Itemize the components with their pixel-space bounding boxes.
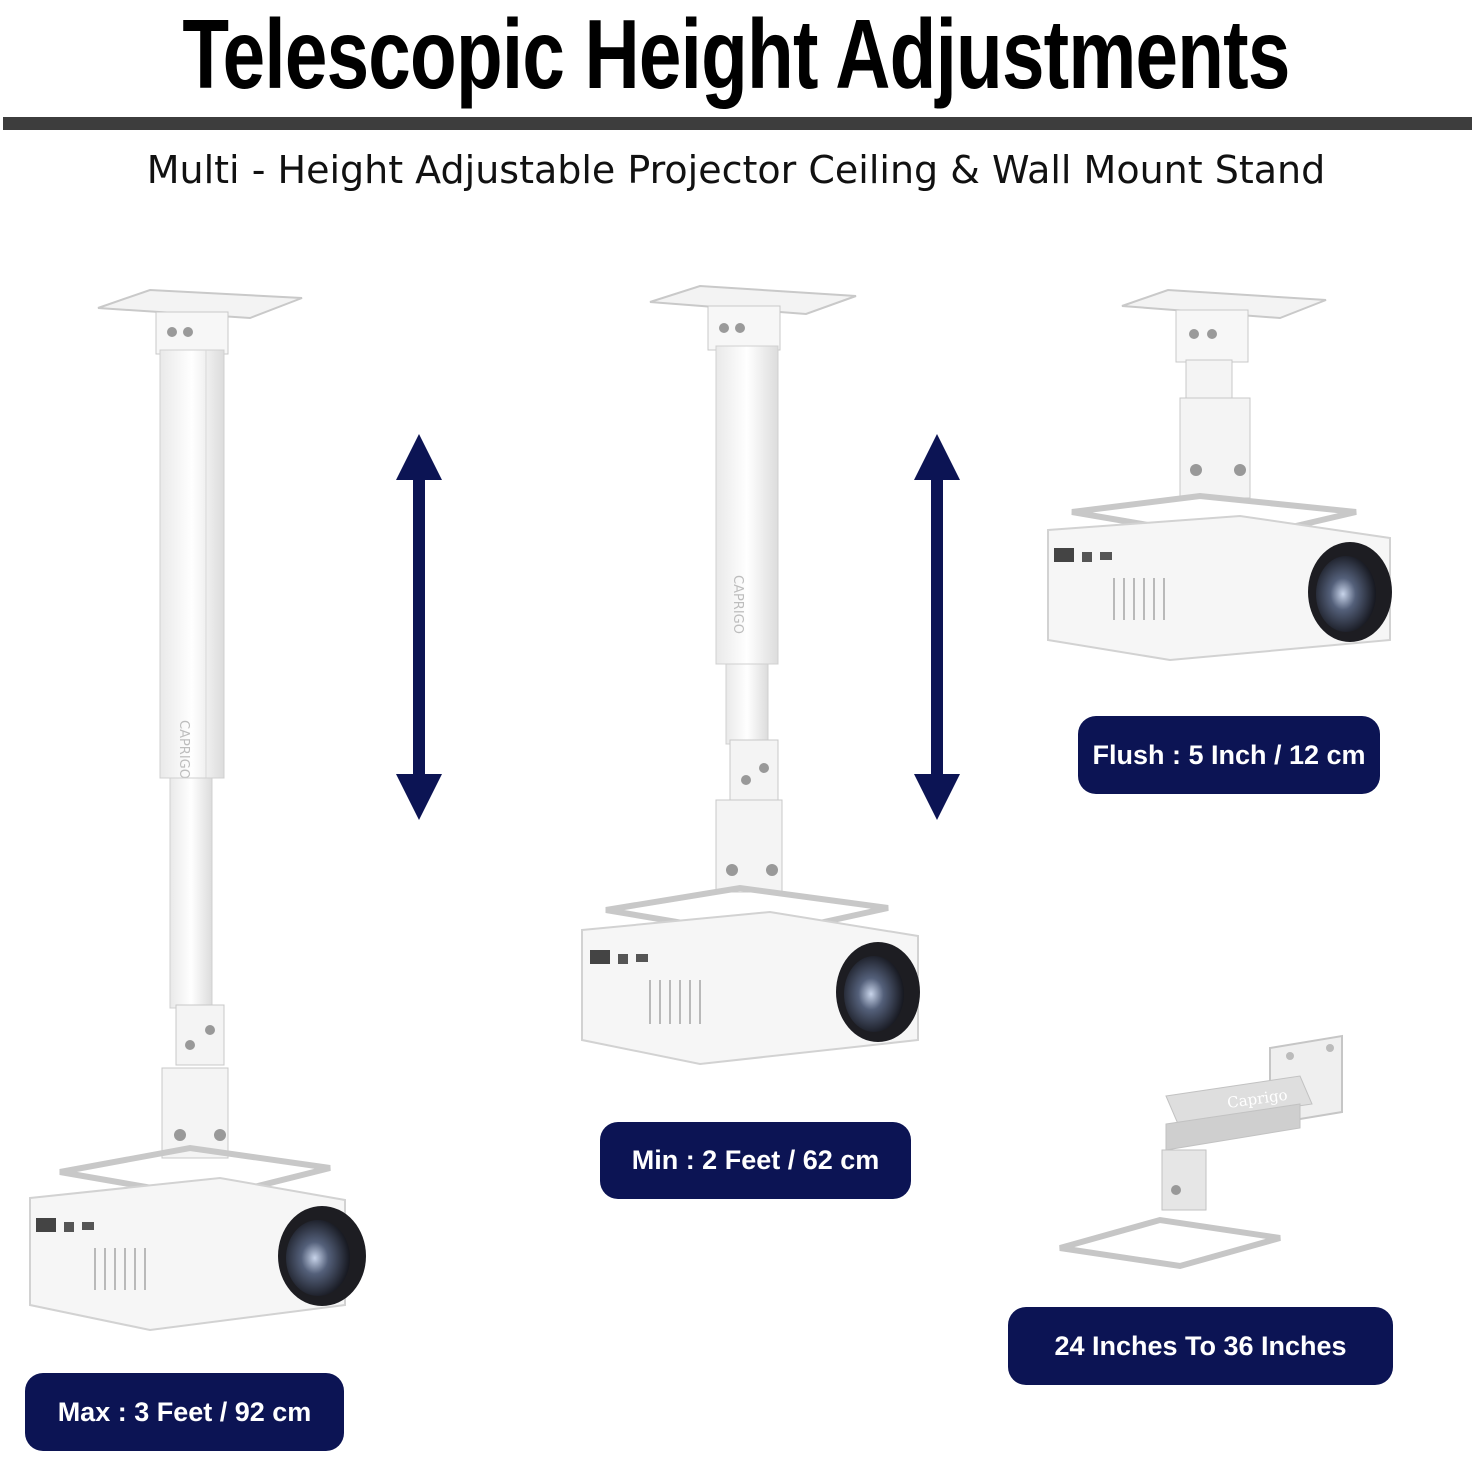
mount-flush [1047, 288, 1392, 662]
height-arrow-icon [914, 434, 960, 820]
wall-mount: Caprigo [1059, 1034, 1343, 1270]
page-title: Telescopic Height Adjustments [182, 0, 1290, 109]
label-min: Min : 2 Feet / 62 cm [600, 1122, 911, 1199]
mount-min: CAPRIGO [581, 284, 920, 1066]
height-arrow-icon [396, 434, 442, 820]
brand-engraving: CAPRIGO [730, 575, 745, 634]
page-subtitle: Multi - Height Adjustable Projector Ceil… [146, 148, 1326, 192]
label-flush: Flush : 5 Inch / 12 cm [1078, 716, 1380, 794]
header-divider [3, 117, 1472, 130]
mount-max: CAPRIGO [29, 288, 366, 1332]
label-wall: 24 Inches To 36 Inches [1008, 1307, 1393, 1385]
label-max: Max : 3 Feet / 92 cm [25, 1373, 344, 1451]
brand-engraving: CAPRIGO [176, 720, 191, 779]
